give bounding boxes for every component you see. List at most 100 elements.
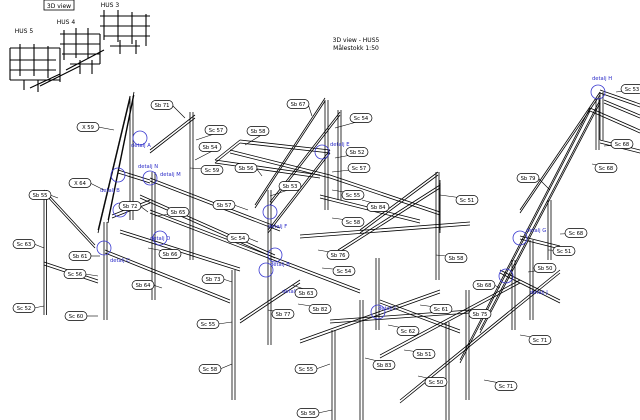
detail-label: detalj M xyxy=(160,172,181,178)
detail-label: detalj B xyxy=(100,188,120,194)
member-label[interactable]: Sc 68 xyxy=(603,139,634,149)
member-label-text: Sc 62 xyxy=(401,329,415,335)
member-label[interactable]: Sc 58 xyxy=(331,217,365,227)
member-label[interactable]: Sb 58 xyxy=(296,408,333,418)
detail-marker[interactable]: detalj B xyxy=(267,247,290,268)
member-label[interactable]: Sb 50 xyxy=(527,263,557,273)
member-label[interactable]: Sc 61 xyxy=(419,304,453,314)
member-label-text: Sb 58 xyxy=(301,411,316,417)
detail-marker[interactable]: detalj M xyxy=(142,170,181,186)
member-label-text: Sb 83 xyxy=(377,363,392,369)
detail-marker[interactable]: detalj G xyxy=(512,228,546,246)
member-label[interactable]: Sc 54 xyxy=(226,233,259,243)
view-button[interactable]: 3D view xyxy=(43,0,75,11)
member-label[interactable]: Sb 84 xyxy=(361,199,390,212)
member-label[interactable]: Sb 58 xyxy=(244,126,270,146)
detail-label: detalj C xyxy=(110,258,130,264)
member-label-text: Sb 58 xyxy=(449,256,464,262)
member-label-text: Sc 61 xyxy=(434,307,448,313)
member-label[interactable]: Sb 83 xyxy=(364,357,396,370)
member-label[interactable]: Sc 56 xyxy=(63,269,99,279)
member-label[interactable]: Sc 63 xyxy=(12,239,45,249)
member-label[interactable]: X 64 xyxy=(68,178,105,191)
detail-marker[interactable]: detalj E xyxy=(314,142,350,160)
member-label[interactable]: Sb 71 xyxy=(150,100,186,119)
detail-marker[interactable]: detalj C xyxy=(96,240,130,264)
member-label[interactable]: Sb 66 xyxy=(147,247,182,259)
member-label-text: Sc 68 xyxy=(569,231,583,237)
member-label[interactable]: Sc 51 xyxy=(547,246,576,256)
member-label-text: Sc 71 xyxy=(499,384,513,390)
member-label[interactable]: Sc 51 xyxy=(439,194,479,205)
member-label[interactable]: Sc 53 xyxy=(615,84,640,94)
member-label[interactable]: Sc 71 xyxy=(483,379,518,391)
member-label-text: Sc 58 xyxy=(203,367,217,373)
member-label[interactable]: Sb 55 xyxy=(28,190,59,200)
member-label-text: Sc 57 xyxy=(352,166,366,172)
member-label[interactable]: Sb 77 xyxy=(267,309,295,319)
member-label[interactable]: X 59 xyxy=(76,122,115,132)
member-label-text: Sc 51 xyxy=(460,198,474,204)
member-label[interactable]: Sc 59 xyxy=(189,165,224,175)
member-label[interactable]: Sb 64 xyxy=(131,280,163,290)
member-label-text: Sb 58 xyxy=(251,129,266,135)
member-label-text: Sc 50 xyxy=(429,380,443,386)
member-label[interactable]: Sc 50 xyxy=(417,375,448,387)
member-label[interactable]: Sb 52 xyxy=(334,147,369,159)
member-label[interactable]: Sb 57 xyxy=(212,200,249,211)
member-label[interactable]: Sb 54 xyxy=(194,142,222,161)
detail-label: detalj J xyxy=(530,290,548,296)
member-label[interactable]: Sb 73 xyxy=(201,274,233,284)
detail-marker[interactable]: detalj H xyxy=(590,76,612,100)
member-label[interactable]: Sb 68 xyxy=(472,280,501,290)
member-label[interactable]: Sc 55 xyxy=(294,363,331,374)
detail-marker[interactable]: detalj N xyxy=(110,164,158,183)
member-label[interactable]: Sc 54 xyxy=(334,113,373,129)
drawing-scale: Målestokk 1:50 xyxy=(333,45,379,52)
member-label[interactable]: Sb 72 xyxy=(118,201,149,213)
member-label-text: Sb 76 xyxy=(331,253,346,259)
member-label[interactable]: Sc 54 xyxy=(321,266,356,276)
member-label[interactable]: Sb 51 xyxy=(403,349,436,359)
member-label[interactable]: Sb 75 xyxy=(468,309,492,319)
member-label[interactable]: Sc 62 xyxy=(387,324,420,336)
member-label-text: Sb 51 xyxy=(417,352,432,358)
member-label-text: Sb 77 xyxy=(276,312,291,318)
member-label[interactable]: Sc 68 xyxy=(591,163,618,173)
member-label[interactable]: Sc 71 xyxy=(519,334,552,345)
detail-label: detalj I xyxy=(378,306,396,312)
member-label[interactable]: Sb 56 xyxy=(234,163,263,177)
member-label-text: Sc 58 xyxy=(346,220,360,226)
member-label-text: Sc 53 xyxy=(625,87,639,93)
member-label[interactable]: Sc 60 xyxy=(64,311,98,321)
member-label[interactable]: Sc 55 xyxy=(331,189,365,200)
member-label[interactable]: Sb 65 xyxy=(154,207,190,217)
member-label-text: Sb 52 xyxy=(350,150,365,156)
thumbnail-label: HUS 3 xyxy=(101,2,120,9)
detail-marker[interactable]: detalj G xyxy=(258,262,302,295)
member-label[interactable]: Sc 58 xyxy=(198,363,233,374)
member-label-text: Sb 82 xyxy=(313,307,328,313)
member-label[interactable]: Sc 68 xyxy=(559,228,588,238)
member-label-text: Sc 60 xyxy=(69,314,83,320)
member-label-text: Sc 57 xyxy=(209,128,223,134)
detail-marker[interactable]: detalj F xyxy=(262,204,287,230)
member-label[interactable]: Sb 53 xyxy=(269,181,302,197)
member-label[interactable]: Sc 57 xyxy=(195,125,228,141)
member-label[interactable]: Sb 67 xyxy=(286,99,313,117)
detail-marker[interactable]: detalj J xyxy=(498,268,548,296)
detail-marker[interactable]: detalj I xyxy=(370,304,396,320)
detail-marker[interactable]: detalj A xyxy=(131,130,151,149)
member-label[interactable]: Sb 79 xyxy=(516,173,551,191)
member-label[interactable]: Sc 52 xyxy=(12,303,45,313)
member-label[interactable]: Sb 82 xyxy=(297,303,332,314)
member-label[interactable]: Sc 57 xyxy=(331,163,371,173)
member-label[interactable]: Sb 58 xyxy=(435,253,468,263)
member-label[interactable]: Sb 63 xyxy=(291,284,318,298)
detail-marker[interactable]: detalj D xyxy=(150,230,170,246)
member-label[interactable]: Sb 76 xyxy=(317,249,350,260)
member-label-text: Sc 59 xyxy=(205,168,219,174)
member-label[interactable]: Sb 61 xyxy=(68,251,100,261)
member-label[interactable]: Sc 55 xyxy=(196,319,233,329)
